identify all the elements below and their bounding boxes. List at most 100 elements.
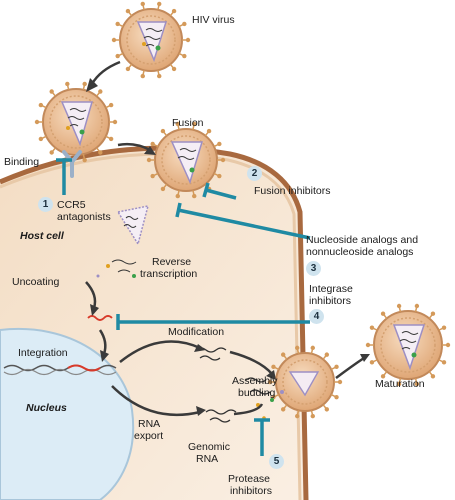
virion-spike-knob [267,379,273,385]
virion-spike-knob [65,81,70,87]
reverse-transcription-line1: Reverse [152,256,192,268]
virion-spike-knob [271,364,276,370]
nucleoside-label-line1: Nucleoside analogs and [306,234,419,246]
virion-spike-knob [175,121,180,127]
virion-spike-knob [108,102,114,108]
virion-spike-knob [217,141,222,147]
hiv-virus-label: HIV virus [192,14,235,26]
virion-spikes [34,1,451,419]
virion-spike-knob [220,157,226,163]
virion-spike-knob [171,8,177,14]
maturation-label: Maturation [375,378,425,390]
virion-spike-knob [98,89,103,94]
virion-spike-knob [150,173,155,179]
virion-spike-knob [192,193,197,199]
integrase-label-line2: inhibitors [309,295,352,307]
genomic-rna-line1: Genomic [188,441,231,453]
modification-label: Modification [168,326,225,338]
hiv-virion-fusing [154,128,218,192]
virion-spike-knob [157,1,162,7]
virion-spike-knob [324,352,330,357]
step-badge-3: 3 [306,261,321,276]
virion-spike-knob [150,141,155,147]
step-badge-2: 2 [247,166,262,181]
reverse-transcription-line2: transcription [140,268,198,280]
integrated-chromosome [3,364,117,376]
binding-label: Binding [4,156,40,168]
process-arrows [85,60,365,417]
virion-spike-knob [380,374,386,379]
virion-spike-knob [295,345,300,351]
assembly-proteins [245,377,284,420]
virion-spike-knob [369,360,375,365]
virion-spike-knob [185,37,191,43]
virion-spike-knob [192,121,197,127]
virion-spike-knob [380,311,386,316]
budding-label: budding [238,387,276,399]
genomic-rna [205,409,237,423]
uncoating-capsid [116,205,150,246]
virion-spike-knob [334,364,339,370]
virion-spike-knob [441,360,447,365]
genomic-rna-line2: RNA [196,453,219,465]
virion-spike-knob [146,157,152,163]
virion-spike-knob [445,342,451,348]
virion-spike-knob [171,66,177,72]
hiv-virion-mature [373,310,443,380]
virion-spike-knob [310,413,315,419]
step-badge-1: 1 [38,197,53,212]
virion-spike-knob [34,119,40,125]
arrow-heads [86,78,370,416]
fusion-label: Fusion [172,117,204,129]
integrase-label-line1: Integrase [309,283,353,295]
virion-spike-knob [115,21,120,27]
nucleus-label: Nucleus [26,402,67,414]
reverse-transcription-complex [96,259,137,278]
virion-spike-knob [310,345,315,351]
hiv-virion-free [119,8,183,72]
virion-spike-knob [49,89,54,94]
hiv-virion-attaching [42,88,110,156]
virion-spike-knob [108,136,114,142]
virion-spike-knob [182,21,187,27]
virion-spike-knob [396,381,402,387]
inhibitor-lines [56,158,311,456]
virion-spike-knob [82,157,87,163]
nucleoside-label-line2: nonnucleoside analogs [306,246,414,258]
virion-spike-knob [125,8,131,14]
step-badge-4: 4 [309,309,324,324]
virion-spike-knob [112,119,118,125]
virion-spike-knob [182,53,187,59]
ccr5-label-line2: antagonists [57,211,111,223]
virion-spike-knob [217,173,222,179]
virion-spike-knob [280,352,286,357]
virion-spike-knob [38,136,44,142]
virion-spike-knob [98,150,103,155]
fusion-inhibitors-label: Fusion inhibitors [254,185,331,197]
host-cell-label: Host cell [20,230,64,242]
step-badge-5: 5 [269,454,284,469]
rna-export-line2: export [134,430,164,442]
protease-label-line2: inhibitors [230,485,273,497]
virion-spike-knob [111,37,117,43]
rna-export-line1: RNA [138,418,161,430]
virion-spike-knob [140,1,145,7]
virion-spike-knob [49,150,54,155]
virion-spike-knob [140,73,145,79]
assembly-label: Assembly [232,375,278,387]
virion-spike-knob [38,102,44,108]
budding-virus [275,352,335,412]
virion-spike-knob [82,81,87,87]
virion-spike-knob [396,303,402,309]
virion-spike-knob [369,325,375,330]
virion-spike-knob [365,342,371,348]
virion-spike-knob [206,128,212,134]
ccr5-label-line1: CCR5 [57,199,86,211]
virion-spike-knob [441,325,447,330]
virion-spike-knob [160,128,166,134]
virion-spike-knob [125,66,131,72]
uncoating-label: Uncoating [12,276,60,288]
virion-spike-knob [324,407,330,412]
virion-spike-knob [430,311,436,316]
